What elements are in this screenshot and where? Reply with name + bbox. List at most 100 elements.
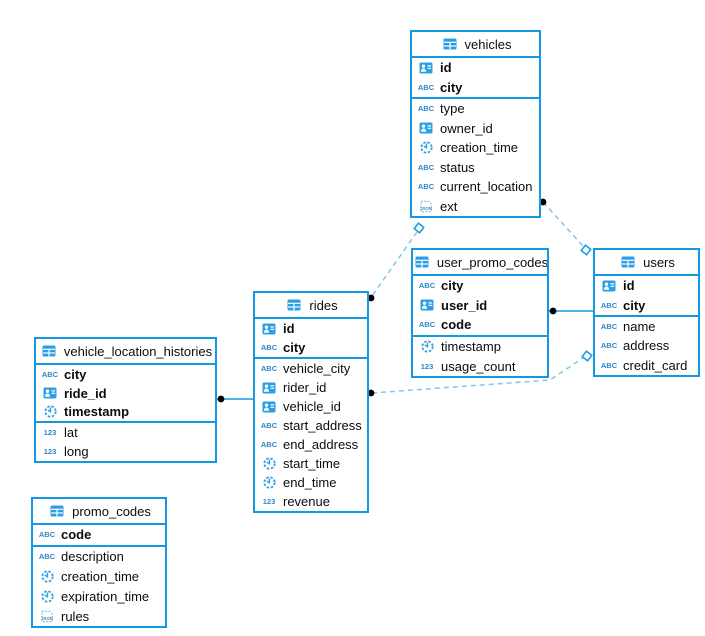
id-badge-icon [417, 299, 437, 311]
table-icon [618, 256, 638, 268]
clock-icon [40, 405, 60, 419]
clock-icon [416, 141, 436, 154]
field-row-city: ABC city [36, 365, 215, 384]
abc-type-icon: ABC [260, 421, 278, 430]
field-name: status [440, 159, 475, 175]
field-name: timestamp [441, 339, 501, 355]
abc-type-icon: ABC [417, 162, 435, 172]
relationship-line-vehicles-users [542, 201, 584, 247]
table-icon [440, 38, 460, 50]
field-row-timestamp: timestamp [36, 403, 215, 422]
field-row-vehicle_id: vehicle_id [255, 397, 367, 416]
number-type-icon: 123 [420, 361, 434, 371]
field-row-user_id: user_id [413, 296, 547, 316]
field-row-rider_id: rider_id [255, 378, 367, 397]
id-badge-icon [259, 323, 279, 335]
field-row-current_location: ABC current_location [412, 177, 539, 197]
field-name: name [623, 319, 656, 334]
field-name: start_address [283, 418, 362, 433]
id-badge-icon [259, 382, 279, 394]
table-icon [413, 256, 432, 268]
abc-type-icon: ABC [417, 182, 435, 192]
field-name: city [623, 297, 646, 313]
clock-icon [259, 457, 279, 470]
abc-type-icon: ABC [418, 281, 436, 291]
field-name: start_time [283, 456, 341, 471]
abc-type-icon: ABC [260, 343, 278, 352]
field-name: creation_time [61, 568, 140, 584]
field-name: owner_id [440, 120, 493, 136]
abc-type-icon: ABC [417, 104, 435, 114]
field-row-id: id [412, 58, 539, 78]
field-row-creation_time: creation_time [33, 567, 165, 587]
abc-type-icon: ABC [41, 369, 59, 379]
number-type-icon: 123 [43, 428, 57, 438]
json-icon: JSON [37, 610, 57, 623]
field-row-status: ABC status [412, 158, 539, 178]
field-name: end_time [283, 475, 337, 490]
table-header: rides [255, 293, 367, 319]
field-row-ext: JSON ext [412, 197, 539, 217]
field-name: city [440, 79, 463, 95]
field-row-start_time: start_time [255, 454, 367, 473]
field-row-expiration_time: expiration_time [33, 586, 165, 606]
field-row-start_address: ABC start_address [255, 416, 367, 435]
field-name: city [283, 340, 306, 355]
field-name: id [623, 278, 635, 294]
field-row-lat: 123 lat [36, 423, 215, 442]
field-name: current_location [440, 179, 533, 195]
table-title: promo_codes [72, 503, 151, 519]
relationship-diamond-marker [580, 244, 592, 256]
field-row-creation_time: creation_time [412, 138, 539, 158]
table-header: user_promo_codes [413, 250, 547, 276]
abc-type-icon: ABC [418, 320, 436, 330]
svg-text:JSON: JSON [420, 206, 432, 211]
table-header: promo_codes [33, 499, 165, 525]
field-row-city: ABC city [255, 338, 367, 357]
id-badge-icon [416, 62, 436, 74]
field-name: ext [440, 198, 458, 214]
number-type-icon: 123 [262, 497, 276, 506]
field-name: rules [61, 608, 90, 624]
field-name: city [64, 366, 87, 382]
field-name: user_id [441, 297, 488, 313]
table-header: vehicles [412, 32, 539, 58]
table-header: vehicle_location_histories [36, 339, 215, 365]
field-name: vehicle_city [283, 361, 351, 376]
field-name: rider_id [283, 380, 327, 395]
id-badge-icon [259, 401, 279, 413]
table-title: rides [309, 297, 338, 313]
relationship-dot-marker [217, 395, 225, 403]
clock-icon [417, 340, 437, 353]
abc-type-icon: ABC [600, 300, 618, 310]
abc-type-icon: ABC [38, 530, 56, 540]
field-name: id [283, 321, 295, 336]
field-name: creation_time [440, 140, 519, 156]
abc-type-icon: ABC [600, 322, 618, 331]
relationship-dot-marker [549, 307, 557, 315]
number-type-icon: 123 [43, 447, 57, 457]
field-name: id [440, 60, 452, 76]
abc-type-icon: ABC [38, 552, 56, 562]
field-name: timestamp [64, 404, 130, 420]
relationship-diamond-marker [581, 350, 593, 362]
field-name: type [440, 101, 465, 117]
table-title: user_promo_codes [436, 254, 547, 270]
field-name: lat [64, 425, 78, 441]
id-badge-icon [416, 122, 436, 134]
